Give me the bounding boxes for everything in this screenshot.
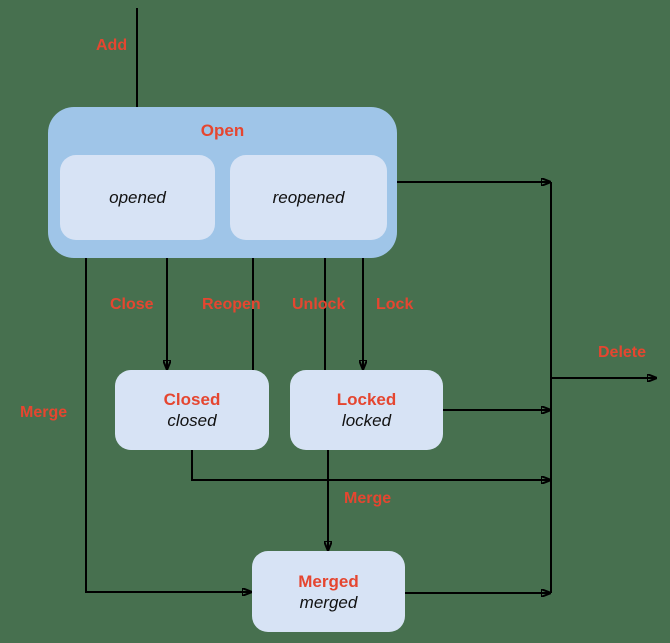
state-locked: Locked locked: [290, 370, 443, 450]
state-closed: Closed closed: [115, 370, 269, 450]
state-opened-label: opened: [109, 188, 166, 207]
state-reopened: reopened: [230, 155, 387, 240]
transition-label-merge-from-locked: Merge: [344, 490, 392, 507]
state-opened: opened: [60, 155, 215, 240]
transition-label-close: Close: [110, 296, 154, 313]
state-closed-title: Closed: [163, 390, 221, 409]
transition-label-reopen: Reopen: [202, 296, 261, 313]
edge-closed-to-trunk-arrow: [191, 450, 550, 480]
state-merged-sublabel: merged: [299, 592, 358, 612]
state-reopened-label: reopened: [272, 188, 345, 207]
transition-label-delete: Delete: [598, 344, 647, 361]
transition-label-unlock: Unlock: [292, 296, 346, 313]
state-group-open-label: Open: [200, 121, 245, 140]
state-closed-sublabel: closed: [167, 411, 217, 430]
state-merged: Merged merged: [252, 551, 405, 632]
state-merged-title: Merged: [298, 571, 359, 591]
state-locked-sublabel: locked: [341, 411, 392, 430]
edge-merge-from-open-arrow: [85, 258, 251, 592]
state-locked-title: Locked: [336, 390, 397, 409]
transition-label-lock: Lock: [376, 296, 414, 313]
transition-label-merge-from-open: Merge: [20, 404, 68, 421]
transition-label-add: Add: [96, 37, 128, 54]
